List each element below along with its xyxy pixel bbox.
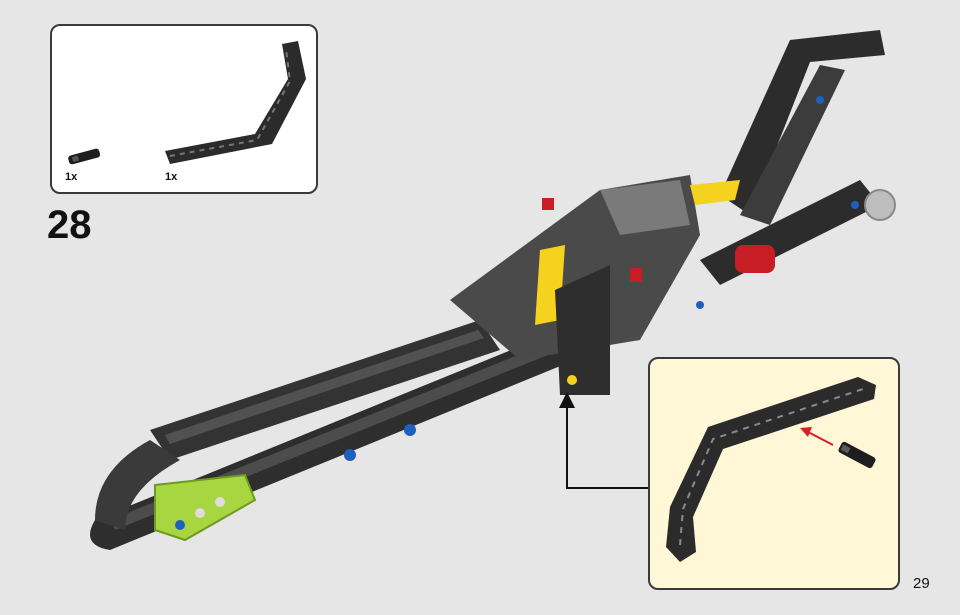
tall-rear-beams bbox=[700, 30, 885, 285]
callout-bent-liftarm bbox=[666, 377, 876, 562]
curved-front bbox=[95, 440, 180, 530]
step-number: 28 bbox=[47, 203, 92, 247]
blue-pins bbox=[344, 96, 859, 461]
hub bbox=[864, 189, 896, 221]
axle-pin-connector-icon bbox=[68, 148, 101, 165]
insert-arrow bbox=[800, 427, 834, 446]
lime-connector bbox=[154, 473, 257, 542]
central-chassis bbox=[450, 175, 740, 395]
page-number: 29 bbox=[913, 575, 930, 592]
callout-axle-pin bbox=[838, 441, 876, 469]
part-quantity: 1x bbox=[165, 171, 178, 183]
parts-list-box: 1x 1x bbox=[50, 24, 318, 194]
part-quantity: 1x bbox=[65, 171, 78, 183]
long-beam-upper bbox=[150, 320, 500, 460]
red-parts bbox=[542, 198, 775, 282]
callout-pointer bbox=[559, 392, 648, 489]
callout-box bbox=[648, 357, 900, 590]
bent-liftarm-icon bbox=[165, 41, 306, 164]
